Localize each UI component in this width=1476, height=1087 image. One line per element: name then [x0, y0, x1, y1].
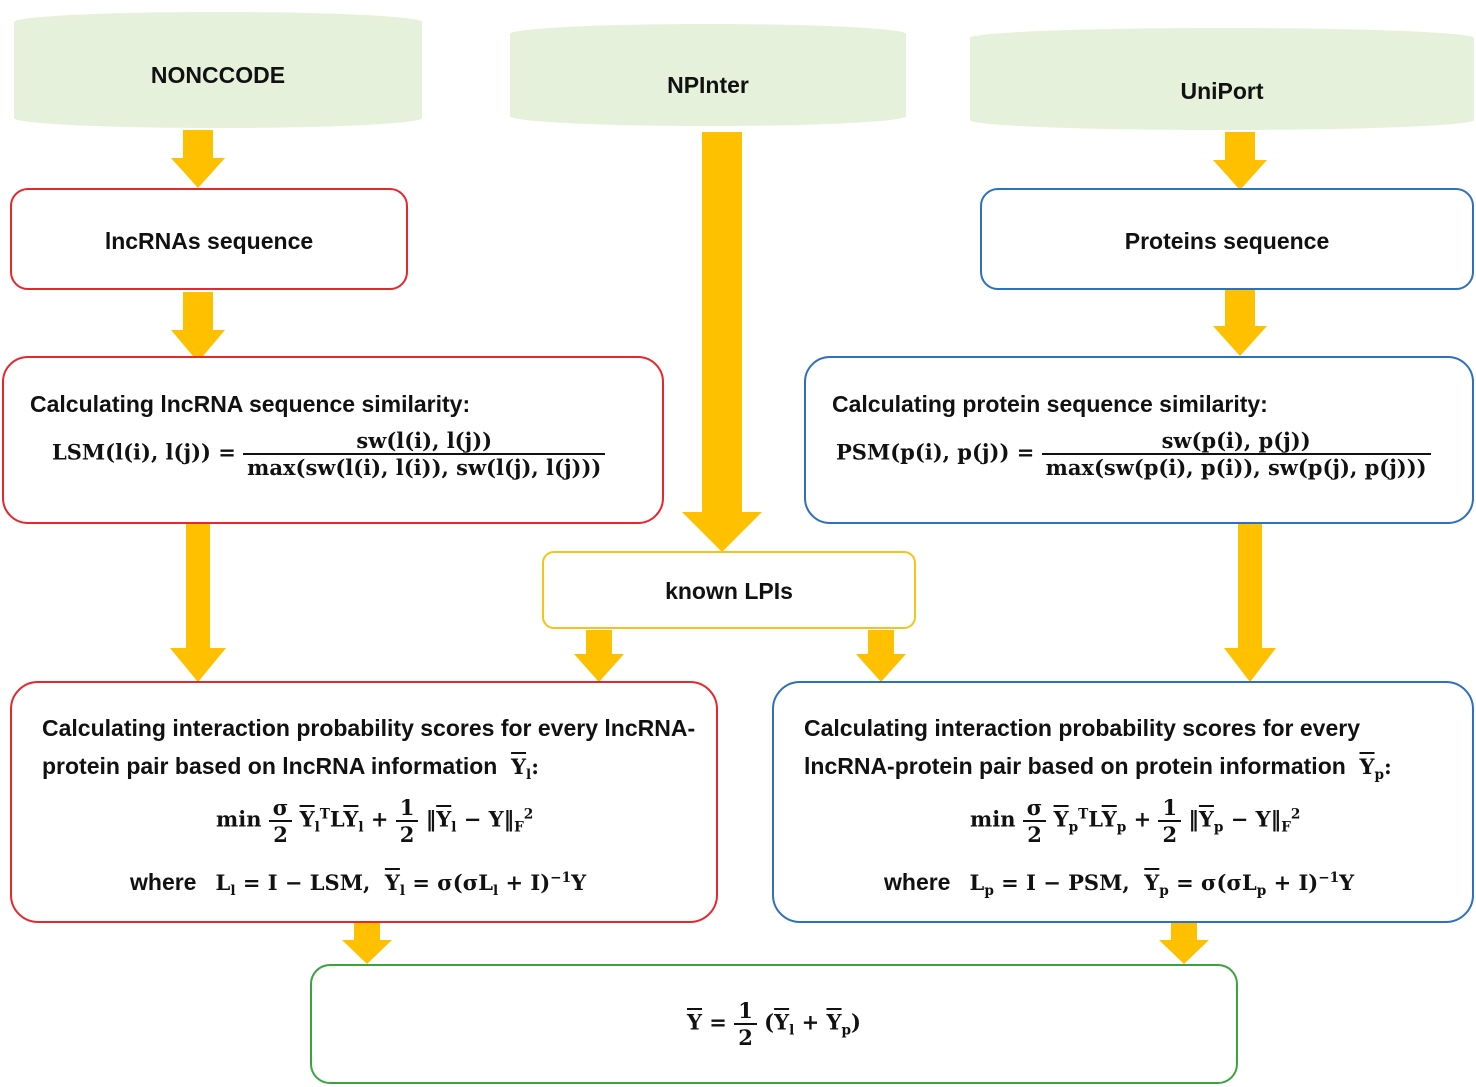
npinter-label: NPInter — [667, 72, 749, 98]
arrow-uniport-to-protein-seq — [1213, 132, 1267, 190]
arrow-nonccode-to-lncrna-seq — [171, 130, 225, 188]
psm-denominator: max(sw(p(i), p(i)), sw(p(j), p(j))) — [1045, 455, 1427, 480]
known-lpis-label: known LPIs — [665, 578, 793, 604]
nonccode-database — [14, 12, 422, 128]
lncrna-similarity-box: Calculating lncRNA sequence similarity: … — [2, 356, 664, 524]
lncrna-where-label: where — [130, 869, 197, 895]
lsm-fraction: sw(l(i), l(j)) max(sw(l(i), l(i)), sw(l(… — [243, 428, 606, 480]
protein-similarity-box: Calculating protein sequence similarity:… — [804, 356, 1474, 524]
arrow-protein-seq-to-similarity — [1213, 290, 1267, 356]
arrow-protein-similarity-to-score — [1224, 524, 1276, 682]
psm-lhs: PSM(p(i), p(j)) = — [836, 439, 1035, 465]
protein-psm-name: PSM — [1068, 870, 1123, 895]
nonccode-label: NONCCODE — [150, 62, 286, 88]
lncrna-score-line1: Calculating interaction probability scor… — [42, 715, 696, 741]
lncrna-sequence-label: lncRNAs sequence — [104, 228, 314, 254]
lncrna-score-line2-text: protein pair based on lncRNA information — [42, 753, 498, 779]
known-lpis-box: known LPIs — [542, 551, 916, 629]
lncrna-lsm-name: LSM — [309, 870, 363, 895]
protein-score-line1: Calculating interaction probability scor… — [804, 715, 1360, 741]
arrow-protein-score-to-final — [1159, 922, 1209, 964]
lsm-formula: LSM(l(i), l(j)) = sw(l(i), l(j)) max(sw(… — [52, 428, 606, 480]
protein-sequence-box: Proteins sequence — [980, 188, 1474, 290]
psm-formula: PSM(p(i), p(j)) = sw(p(i), p(j)) max(sw(… — [836, 428, 1431, 480]
uniport-database — [970, 28, 1474, 130]
lncrna-y-bar-symbol: Yl: — [511, 754, 539, 784]
lsm-numerator: sw(l(i), l(j)) — [243, 428, 606, 455]
psm-fraction: sw(p(i), p(j)) max(sw(p(i), p(i)), sw(p(… — [1041, 428, 1431, 480]
protein-sequence-label: Proteins sequence — [1124, 228, 1330, 254]
protein-where-line: where Lp = I − PSM, Yp = σ(σLp + I)−1Y — [884, 869, 1355, 900]
arrow-known-to-protein-score — [856, 630, 906, 682]
uniport-label: UniPort — [1180, 78, 1264, 104]
protein-score-line2: lncRNA-protein pair based on protein inf… — [804, 753, 1392, 783]
protein-score-box: Calculating interaction probability scor… — [772, 681, 1474, 923]
psm-numerator: sw(p(i), p(j)) — [1041, 428, 1431, 455]
npinter-database — [510, 24, 906, 126]
lncrna-score-line2: protein pair based on lncRNA information… — [42, 753, 539, 783]
protein-similarity-title: Calculating protein sequence similarity: — [832, 391, 1268, 417]
lncrna-score-box: Calculating interaction probability scor… — [10, 681, 718, 923]
arrow-npinter-to-known — [682, 132, 762, 552]
protein-y-bar-symbol: Yp: — [1359, 754, 1392, 784]
lsm-lhs: LSM(l(i), l(j)) = — [52, 439, 236, 465]
lncrna-where-line: where Ll = I − LSM, Yl = σ(σLl + I)−1Y — [130, 869, 587, 900]
arrow-lncrna-score-to-final — [342, 922, 392, 964]
lncrna-similarity-title: Calculating lncRNA sequence similarity: — [30, 391, 471, 417]
arrow-lncrna-similarity-to-score — [170, 524, 226, 682]
arrow-lncrna-seq-to-similarity — [171, 292, 225, 362]
protein-where-label: where — [884, 869, 951, 895]
lncrna-sequence-box: lncRNAs sequence — [10, 188, 408, 290]
lsm-denominator: max(sw(l(i), l(i)), sw(l(j), l(j))) — [247, 455, 602, 480]
arrow-known-to-lncrna-score — [574, 630, 624, 682]
protein-score-line2-text: lncRNA-protein pair based on protein inf… — [804, 753, 1346, 779]
